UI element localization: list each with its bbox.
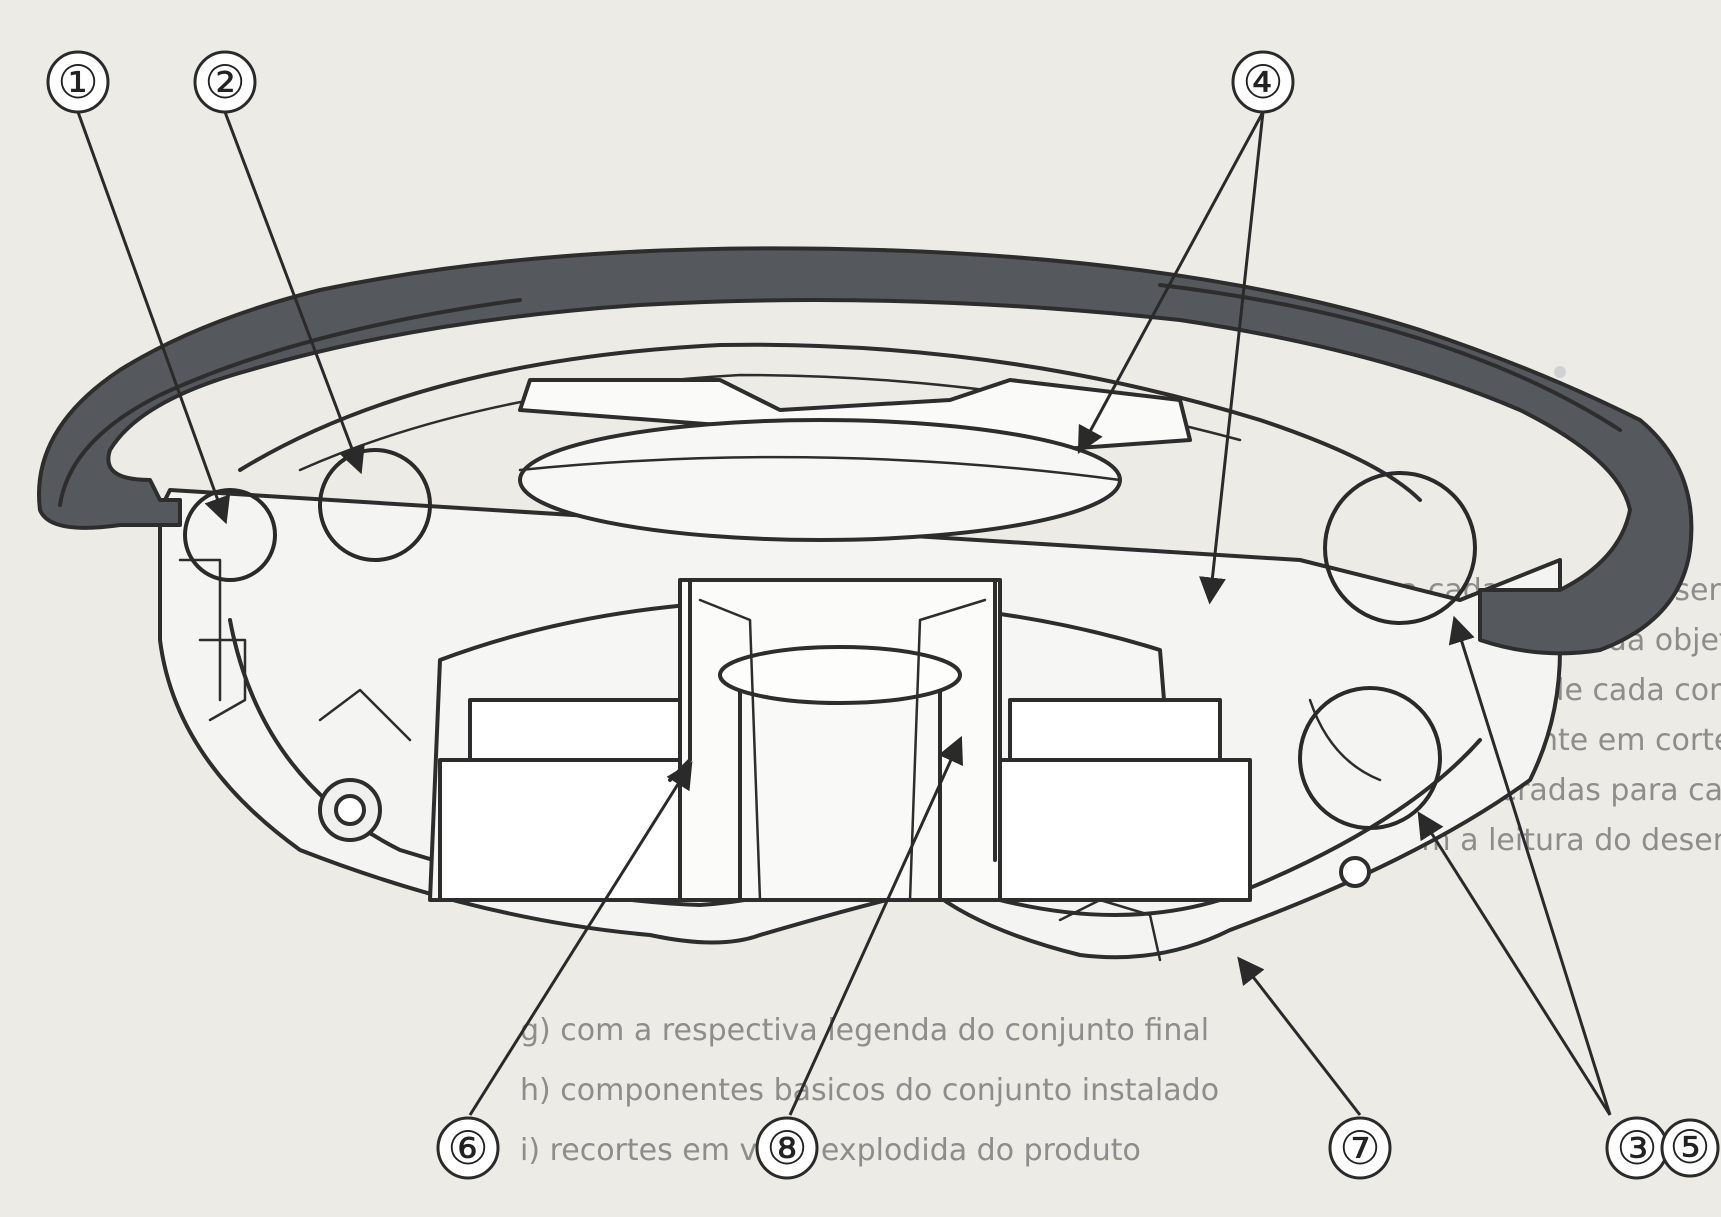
- callout-1: ①: [46, 50, 110, 114]
- speaker-rim: [37, 246, 1694, 656]
- callout-3-label: ③: [1616, 1121, 1657, 1175]
- leader-line-7: [1237, 956, 1362, 1116]
- callout-3: ③: [1605, 1116, 1669, 1180]
- callout-7: ⑦: [1328, 1116, 1392, 1180]
- detail-lenses: [183, 448, 1477, 830]
- callouts: ① ② ④ ⑥ ⑧ ⑦ ③ ⑤: [46, 50, 1720, 1180]
- background-text-line: h) componentes basicos do conjunto insta…: [520, 1073, 1219, 1108]
- leader-line-8: [788, 735, 964, 1116]
- callout-5-label: ⑤: [1669, 1120, 1710, 1174]
- callout-4-label: ④: [1242, 55, 1283, 109]
- leader-line-2: [223, 111, 365, 475]
- callout-8-label: ⑧: [766, 1121, 807, 1175]
- detail-lens-2: [318, 448, 432, 562]
- detail-lens-1: [183, 488, 277, 582]
- leader-line-4a: [1077, 111, 1265, 454]
- detail-lens-3: [1323, 471, 1477, 625]
- background-text-line: i) recortes em vista explodida do produt…: [520, 1133, 1141, 1168]
- leader-line-3: [1448, 615, 1612, 1116]
- leader-line-6: [468, 761, 693, 1116]
- callout-8: ⑧: [755, 1116, 819, 1180]
- leader-line-5: [1417, 811, 1612, 1116]
- callout-2: ②: [193, 50, 257, 114]
- speaker-cone: [238, 342, 1422, 542]
- leader-line-4b: [1199, 111, 1265, 605]
- detail-lens-5: [1298, 686, 1442, 830]
- callout-1-label: ①: [57, 55, 98, 109]
- callout-4: ④: [1231, 50, 1295, 114]
- callout-6-label: ⑥: [447, 1121, 488, 1175]
- magnet-assembly: [428, 578, 1252, 902]
- callout-7-label: ⑦: [1339, 1121, 1380, 1175]
- callout-5: ⑤: [1660, 1118, 1720, 1178]
- leader-lines: [76, 111, 1612, 1116]
- callout-6: ⑥: [436, 1116, 500, 1180]
- background-text-line: g) com a respectiva legenda do conjunto …: [520, 1013, 1209, 1048]
- callout-2-label: ②: [204, 55, 245, 109]
- leader-line-1: [76, 111, 231, 525]
